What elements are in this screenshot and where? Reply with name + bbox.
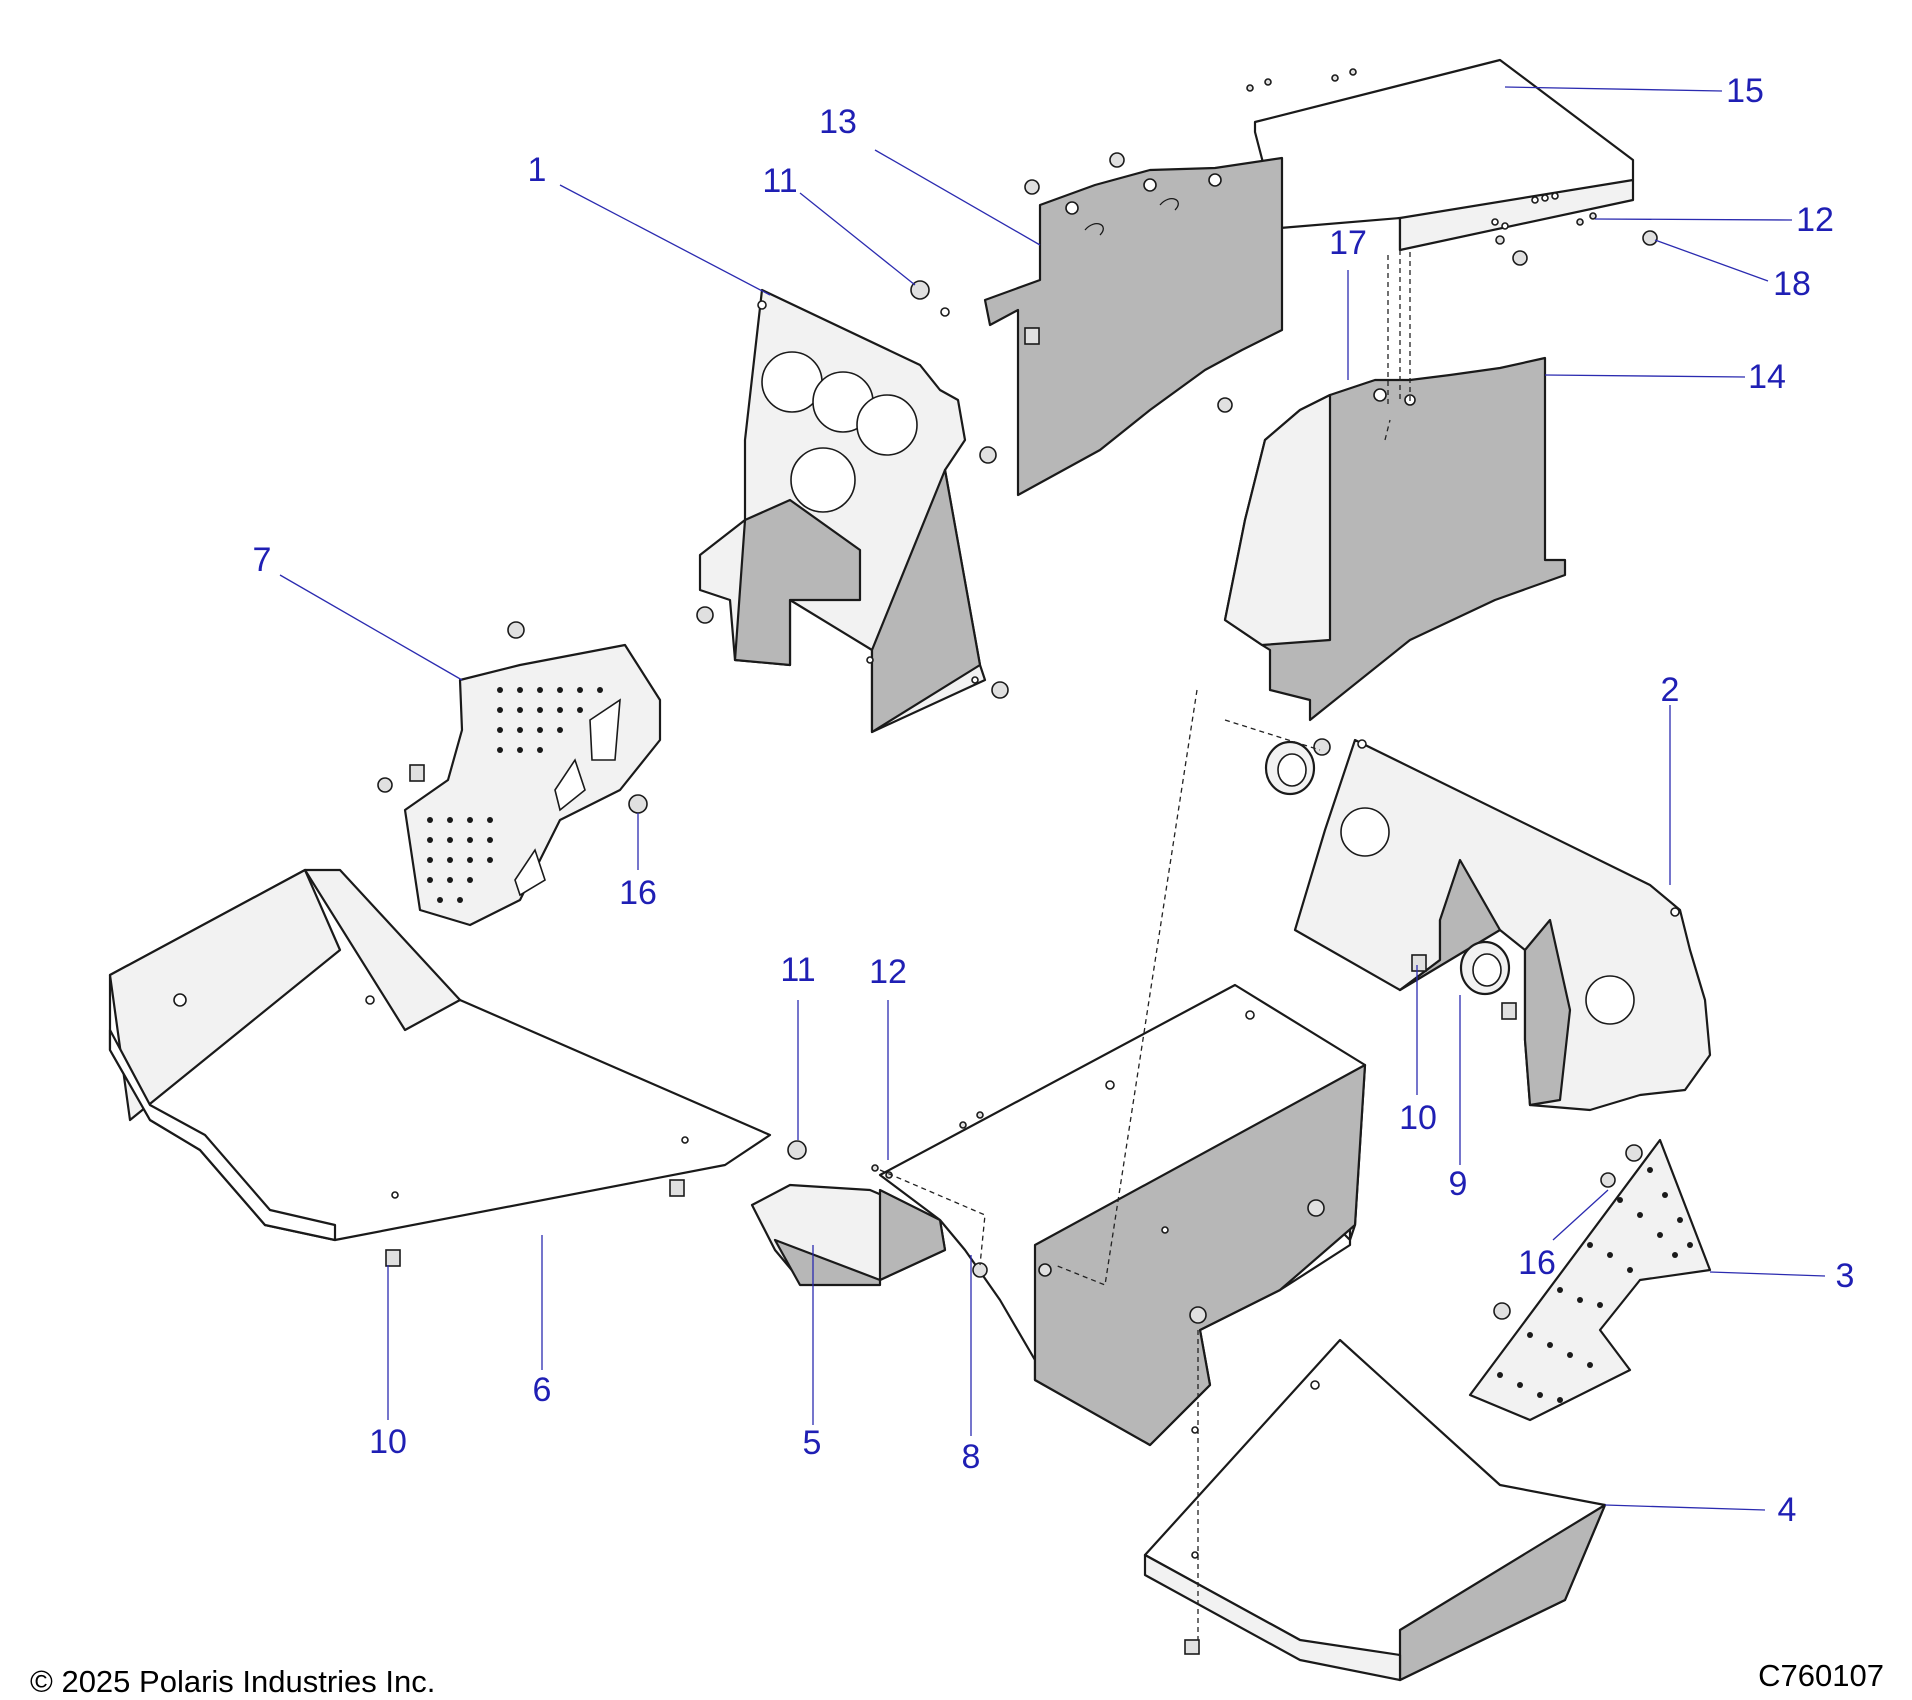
part-13-panel: [983, 156, 1284, 497]
part-2-bulkhead: [1293, 738, 1712, 1112]
part-3-perforated-guard: [1468, 1138, 1712, 1422]
central-floor-pan: [878, 983, 1367, 1447]
diagram-code: C760107: [1758, 1658, 1884, 1693]
assembly-dashed-lines: [879, 250, 1411, 1640]
callout-1: 1: [527, 151, 547, 189]
callout-4: 4: [1777, 1491, 1797, 1529]
callout-7: 7: [252, 541, 272, 579]
callout-16-right: 16: [1518, 1244, 1556, 1282]
callout-5: 5: [802, 1424, 822, 1462]
callout-16-left: 16: [619, 874, 657, 912]
part-1-dash-panel: [698, 288, 987, 734]
callout-11-upper: 11: [762, 162, 798, 200]
callout-13: 13: [819, 103, 857, 141]
callout-6: 6: [532, 1371, 552, 1409]
callout-17: 17: [1329, 224, 1367, 262]
callout-14: 14: [1748, 358, 1786, 396]
callout-9: 9: [1448, 1165, 1468, 1203]
callout-11-lower: 11: [780, 951, 816, 989]
grommets-and-clips: [385, 327, 1517, 1655]
callout-12-upper: 12: [1796, 201, 1834, 239]
callout-15: 15: [1726, 72, 1764, 110]
callout-12-lower: 12: [869, 953, 907, 991]
part-6-floor-tub: [108, 868, 772, 1242]
callout-leader-lines: [279, 86, 1826, 1511]
part-7-perforated-guard: [403, 643, 662, 927]
callout-18: 18: [1773, 265, 1811, 303]
callout-2: 2: [1660, 671, 1680, 709]
part-4-lower-tray: [1143, 1338, 1607, 1682]
copyright-text: © 2025 Polaris Industries Inc.: [30, 1664, 436, 1699]
part-14-panel: [1223, 356, 1567, 722]
callout-10-left: 10: [369, 1423, 407, 1461]
part-5-bracket: [750, 1183, 947, 1287]
callout-8: 8: [961, 1438, 981, 1476]
callout-10-right: 10: [1399, 1099, 1437, 1137]
callout-3: 3: [1835, 1257, 1855, 1295]
